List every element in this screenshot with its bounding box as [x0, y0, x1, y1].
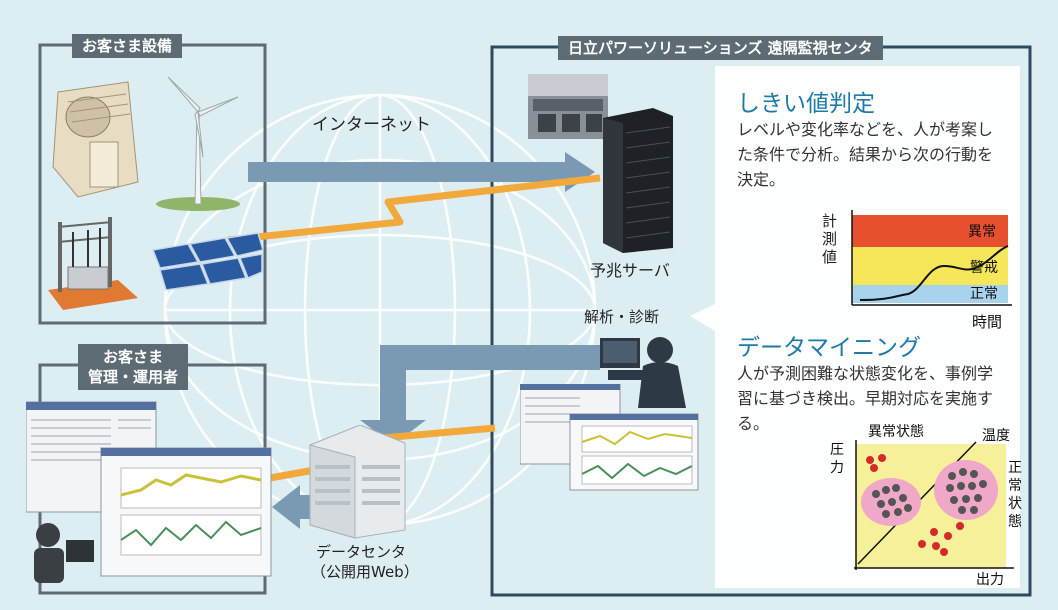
normal-zone-label: 正常: [970, 286, 998, 302]
customer-equipment-illustration: [48, 76, 263, 310]
datacenter-label-line1: データセンタ: [315, 543, 406, 561]
solar-panel-icon: [151, 232, 263, 291]
server-rack-icon: [603, 108, 673, 253]
wind-turbine-icon: [156, 76, 240, 211]
threshold-title: しきい値判定: [737, 91, 875, 117]
threshold-description: レベルや変化率などを、人が考案した条件で分析。結果から次の行動を決定。: [737, 120, 994, 189]
chart-screen-icon: [100, 447, 272, 577]
threshold-series-line: [859, 245, 1009, 301]
threshold-y-axis-char: 値: [822, 248, 837, 266]
datamining-y-axis-char: 力: [830, 460, 844, 476]
datamining-description: 人が予測困難な状態変化を、事例学習に基づき検出。早期対応を実施する。: [737, 364, 994, 433]
monitoring-center-title: 日立パワーソリューションズ 遠隔監視センタ: [558, 36, 883, 60]
datamining-chart: 異常状態 圧 力 温度 正 常 状 態 出力: [830, 424, 1022, 586]
threshold-chart: 計 測 値 異常 警戒 正常 時間: [822, 210, 1012, 331]
control-room-photo: [528, 74, 608, 139]
datacenter-label: データセンタ （公開用Web）: [311, 542, 419, 582]
normal-state-label: 正 常 状 態: [1008, 460, 1022, 530]
abnormal-zone-label: 異常: [968, 224, 996, 240]
customer-equipment-title: お客さま設備: [72, 34, 183, 58]
datamining-y-axis-label: 圧 力: [830, 442, 844, 476]
operator-silhouette-icon: [34, 523, 94, 583]
threshold-y-axis-char: 測: [822, 230, 837, 248]
normal-state-char: 態: [1008, 514, 1022, 530]
abnormal-points: [866, 454, 964, 556]
normal-state-char: 常: [1008, 478, 1022, 494]
generator-icon: [52, 81, 139, 198]
server-label: 予兆サーバ: [590, 261, 670, 280]
analysis-label: 解析・診断: [584, 308, 660, 326]
normal-cluster-points: [872, 468, 987, 518]
datamining-y-axis-char: 圧: [830, 442, 844, 458]
datamining-title: データマイニング: [737, 335, 921, 361]
datacenter-label-line2: （公開用Web）: [311, 563, 419, 581]
internet-arrow: [248, 152, 595, 192]
warning-zone-label: 警戒: [970, 260, 998, 276]
abnormal-state-label: 異常状態: [868, 424, 924, 440]
analysis-to-datacenter-arrow: [360, 345, 600, 445]
customer-operators-title-line1: お客さま: [103, 348, 164, 366]
abnormal-zone: [852, 215, 1008, 247]
analyst-silhouette-icon: [600, 337, 686, 408]
normal-state-char: 状: [1008, 496, 1022, 512]
normal-cluster-right: [934, 460, 998, 520]
threshold-x-axis-label: 時間: [972, 313, 1002, 331]
lightning-bolt-icon: [227, 174, 601, 244]
datamining-diagonal-axis-label: 温度: [982, 428, 1010, 444]
threshold-y-axis-label: 計 測 値: [822, 212, 837, 266]
datamining-x-axis-label: 出力: [976, 572, 1004, 586]
warning-zone: [852, 247, 1008, 285]
internet-label: インターネット: [312, 115, 431, 135]
normal-state-char: 正: [1008, 460, 1022, 476]
threshold-y-axis-char: 計: [822, 212, 837, 230]
customer-operators-title: お客さま 管理・運用者: [78, 344, 189, 390]
datacenter-building-icon: [309, 425, 406, 539]
substation-icon: [48, 217, 138, 310]
analysis-screens-illustration: [520, 384, 699, 491]
operator-screens-illustration: [26, 401, 272, 583]
customer-operators-title-line2: 管理・運用者: [88, 368, 179, 386]
